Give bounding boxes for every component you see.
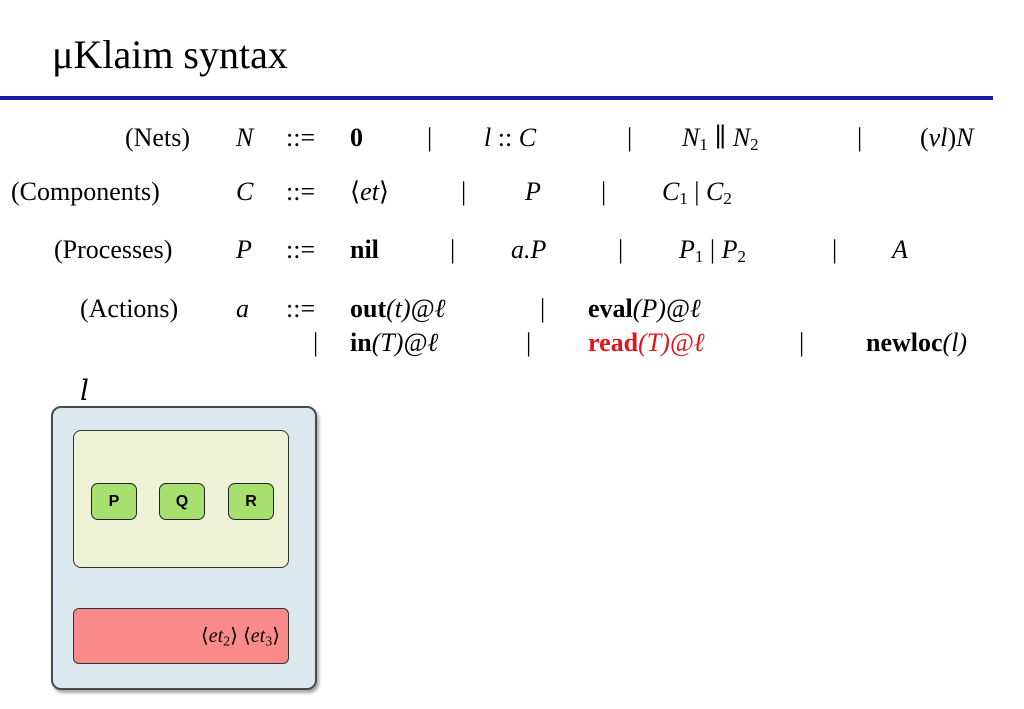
components-tuple: ⟨et⟩ [350, 177, 390, 206]
tuple-space: ⟨et2⟩ ⟨et3⟩ [73, 608, 289, 664]
processes-identifier: A [892, 235, 908, 264]
components-symbol: C [236, 177, 254, 206]
components-label: (Components) [11, 177, 160, 206]
processes-sep-3: | [832, 235, 838, 264]
processes-defs: ::= [286, 235, 316, 264]
processes-prefix: a.P [511, 235, 547, 264]
processes-nil: nil [350, 235, 379, 264]
actions-symbol: a [236, 294, 249, 323]
actions-label: (Actions) [80, 294, 179, 323]
nets-symbol: N [236, 123, 254, 152]
nets-parallel: N1 ∥ N2 [682, 123, 759, 155]
nets-sep-3: | [857, 123, 863, 152]
title-rule [0, 96, 993, 100]
nets-sep-1: | [427, 123, 433, 152]
process-pill-q: Q [159, 483, 205, 520]
components-process: P [525, 177, 541, 206]
processes-sep-1: | [450, 235, 456, 264]
slide-title: μKlaim syntax [52, 32, 288, 77]
processes-symbol: P [236, 235, 252, 264]
nets-sep-2: | [627, 123, 633, 152]
process-pill-p: P [91, 483, 137, 520]
action-read-highlighted: read(T)@ℓ [588, 328, 705, 357]
actions-sep-3: | [526, 328, 532, 357]
nets-zero: 0 [350, 123, 363, 152]
nets-label: (Nets) [125, 123, 190, 152]
action-eval: eval(P)@ℓ [588, 294, 701, 323]
actions-sep-2: | [313, 328, 319, 357]
nets-restriction: (νl)N [920, 123, 974, 152]
action-out: out(t)@ℓ [350, 294, 446, 323]
location-label: l [80, 374, 89, 407]
action-in: in(T)@ℓ [350, 328, 439, 357]
components-defs: ::= [286, 177, 316, 206]
nets-defs: ::= [286, 123, 316, 152]
nets-located-component: l :: C [484, 123, 537, 152]
actions-defs: ::= [286, 294, 316, 323]
components-sep-2: | [601, 177, 607, 206]
actions-sep-4: | [799, 328, 805, 357]
process-pill-r: R [228, 483, 274, 520]
location-node: P Q R ⟨et2⟩ ⟨et3⟩ [51, 406, 317, 690]
processes-parallel: P1 | P2 [679, 235, 746, 267]
components-parallel: C1 | C2 [662, 177, 732, 209]
components-sep-1: | [461, 177, 467, 206]
process-area: P Q R [73, 430, 289, 568]
processes-sep-2: | [618, 235, 624, 264]
tuple-list: ⟨et2⟩ ⟨et3⟩ [200, 625, 280, 650]
actions-sep-1: | [540, 294, 546, 323]
action-newloc: newloc(l) [866, 328, 968, 357]
processes-label: (Processes) [54, 235, 173, 264]
